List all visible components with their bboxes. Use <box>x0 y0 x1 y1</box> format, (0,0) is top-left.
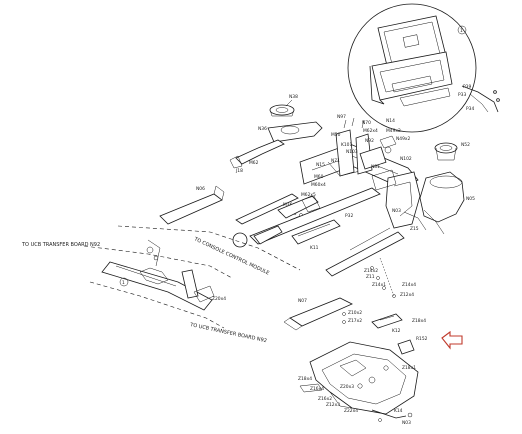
red-arrow-indicator <box>441 330 463 350</box>
label-z14x4: Z14x4 <box>402 282 416 288</box>
label-m62x5: M62x5 <box>301 192 316 198</box>
label-z18x4b: Z18x4 <box>298 376 312 382</box>
label-n92: N92 <box>365 138 374 144</box>
label-z18x4: Z18x4 <box>412 318 426 324</box>
label-r152: R152 <box>416 336 428 342</box>
label-m49x2: M49x2 <box>386 128 401 134</box>
label-m50: M50 <box>331 132 341 138</box>
label-n14: N14 <box>386 118 395 124</box>
label-n103: N103 <box>346 149 358 155</box>
label-n15: N15 <box>316 162 325 168</box>
label-k12: K12 <box>392 328 401 334</box>
main-frame: N97 M50 K101 M62x4 N70 N92 N103 N14 N49x… <box>249 114 421 277</box>
upper-left-parts: N38 N36 J18 M62 N06 M36 M62x3 J22 M16 <box>159 94 323 225</box>
label-n06: N06 <box>196 186 205 192</box>
label-p34: P34 <box>466 106 474 112</box>
label-z18x1: Z18x1 <box>402 365 416 371</box>
label-z14x1: Z14x1 <box>372 282 386 288</box>
label-n102: N102 <box>400 156 412 162</box>
label-p32: P32 <box>345 213 353 219</box>
label-m62x4: M62x4 <box>363 128 378 134</box>
label-p33: P33 <box>458 92 466 98</box>
label-n38: N38 <box>289 94 298 100</box>
label-z15: Z15 <box>410 226 419 232</box>
label-n52: N52 <box>461 142 470 148</box>
label-m60x4: M60x4 <box>311 182 326 188</box>
label-n07: N07 <box>298 298 307 304</box>
right-cover-parts: N05 N52 <box>403 142 475 235</box>
console-inset: 1 P39 P33 P34 <box>347 3 500 133</box>
label-n70: N70 <box>362 120 371 126</box>
label-n03: N03 <box>392 208 401 214</box>
label-j18: J18 <box>235 168 243 174</box>
label-n71: N71 <box>331 158 340 164</box>
label-z10x2: Z10x2 <box>348 310 362 316</box>
label-z20x3: Z20x3 <box>340 384 354 390</box>
label-m60: M60 <box>314 174 324 180</box>
label-m36: M36 <box>283 202 293 208</box>
label-p39: P39 <box>463 84 471 90</box>
label-z16x4: Z16x4 <box>310 386 324 392</box>
label-z12x4: Z12x4 <box>400 292 414 298</box>
label-n36: N36 <box>258 126 267 132</box>
label-z11: Z11 <box>366 274 375 280</box>
label-k14: K14 <box>394 408 403 414</box>
label-callout-1-left: 1 <box>122 280 125 286</box>
lower-plates: N07 Z10x2 Z17x2 K12 Z18x4 Z14x2 Z11 Z14x… <box>283 257 426 334</box>
bottom-cover-assembly: R152 Z18x1 Z18x4 Z16x4 Z16x2 Z20x3 Z12x3… <box>298 336 428 426</box>
note-ucb-left: TO UCB TRANSFER BOARD N92 <box>21 242 100 248</box>
label-n81: N81 <box>371 164 380 170</box>
label-n03b: N03 <box>402 420 411 426</box>
label-z17x2: Z17x2 <box>348 318 362 324</box>
label-z16x2: Z16x2 <box>318 396 332 402</box>
label-n49x2: N49x2 <box>396 136 410 142</box>
label-m62: M62 <box>249 160 259 166</box>
label-k11: K11 <box>310 245 319 251</box>
label-z14x2: Z14x2 <box>364 268 378 274</box>
label-z12x3: Z12x3 <box>326 402 340 408</box>
note-ucb-bottom: TO UCB TRANSFER BOARD N92 <box>189 322 268 344</box>
label-k101: K101 <box>341 142 352 148</box>
label-z22x4: Z22x4 <box>344 408 358 414</box>
label-n05: N05 <box>466 196 475 202</box>
label-n97: N97 <box>337 114 346 120</box>
callout-1-inset: 1 <box>460 28 463 34</box>
label-z20x4: Z20x4 <box>212 296 226 302</box>
